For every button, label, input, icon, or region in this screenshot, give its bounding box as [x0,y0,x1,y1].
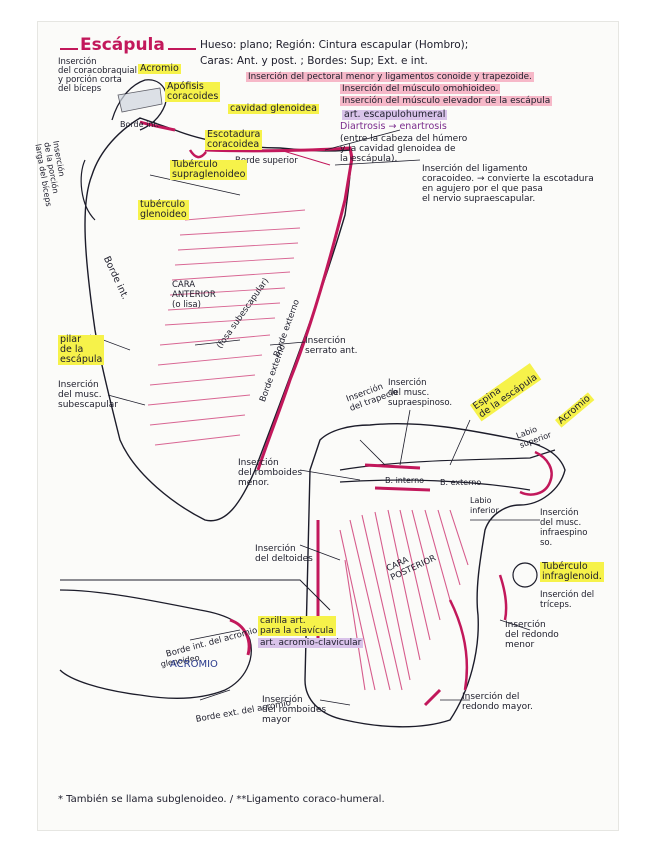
label-tuberculo-infraglenoideo: Tubérculo infraglenoid. [540,562,604,582]
label-b-externo: B. externo [440,478,481,488]
label-cavidad-glenoidea: cavidad glenoidea [228,104,319,114]
label-b-interno: B. interno [385,476,424,486]
label-tuberculo-glenoideo: tubérculo glenoideo [138,200,189,220]
label-elevador: Inserción del músculo elevador de la esc… [340,96,552,106]
label-carilla-clavicula: carilla art. para la clavícula [258,616,336,636]
label-subescapular: Inserción del musc. subescapular [58,380,118,410]
title-underline-left [60,48,78,50]
label-infraespinoso: Inserción del musc. infraespino so. [540,508,587,548]
label-borde-int-small: Borde int. [120,120,159,130]
label-redondo-mayor: Inserción del redondo mayor. [462,692,533,712]
label-art-escapulohumeral: art. escapulohumeral [342,110,447,120]
label-omohioideo: Inserción del músculo omohioideo. [340,84,500,94]
label-tuberculo-supraglenoideo: Tubérculo supraglenoideo [170,160,247,180]
footnote: * También se llama subglenoideo. / **Lig… [58,795,385,805]
label-escotadura-coracoidea: Escotadura coracoidea [205,130,262,150]
label-serrato-ant: Inserción serrato ant. [305,336,358,356]
title-underline-right [168,48,196,50]
label-labio-inferior: Labio inferior [470,496,499,516]
label-redondo-menor: Inserción del redondo menor [505,620,559,650]
label-deltoides: Inserción del deltoides [255,544,313,564]
label-supraespinoso: Inserción del musc. supraespinoso. [388,378,452,408]
label-romboides-menor: Inserción del romboides menor. [238,458,302,488]
label-apofisis-coracoides: Apófisis coracoides [165,82,220,102]
header-line-2: Caras: Ant. y post. ; Bordes: Sup; Ext. … [200,56,428,66]
label-acromio-box: ACROMIO [170,660,218,670]
label-pilar-escapula: pilar de la escápula [58,335,104,365]
label-art-acromio-clavicular: art. acromio-clavicular [258,638,363,648]
posterior-fossa-hatching [340,510,468,690]
label-coracobraquial: Inserción del coracobraquial y porción c… [58,58,137,94]
label-acromio-top: Acromio [138,64,181,74]
header-line-1: Hueso: plano; Región: Cintura escapular … [200,40,468,50]
label-ligamento-coracoideo: Inserción del ligamento coracoideo. → co… [422,164,594,204]
label-pectoral-menor: Inserción del pectoral menor y ligamento… [246,72,534,82]
label-entre-cabeza: (entre la cabeza del húmero y la cavidad… [340,134,467,164]
label-diartrosis: Diartrosis → enartrosis [340,122,447,132]
page-title: Escápula [80,40,165,50]
label-cara-anterior: CARA ANTERIOR (o lisa) [172,280,216,310]
label-triceps: Inserción del tríceps. [540,590,594,610]
